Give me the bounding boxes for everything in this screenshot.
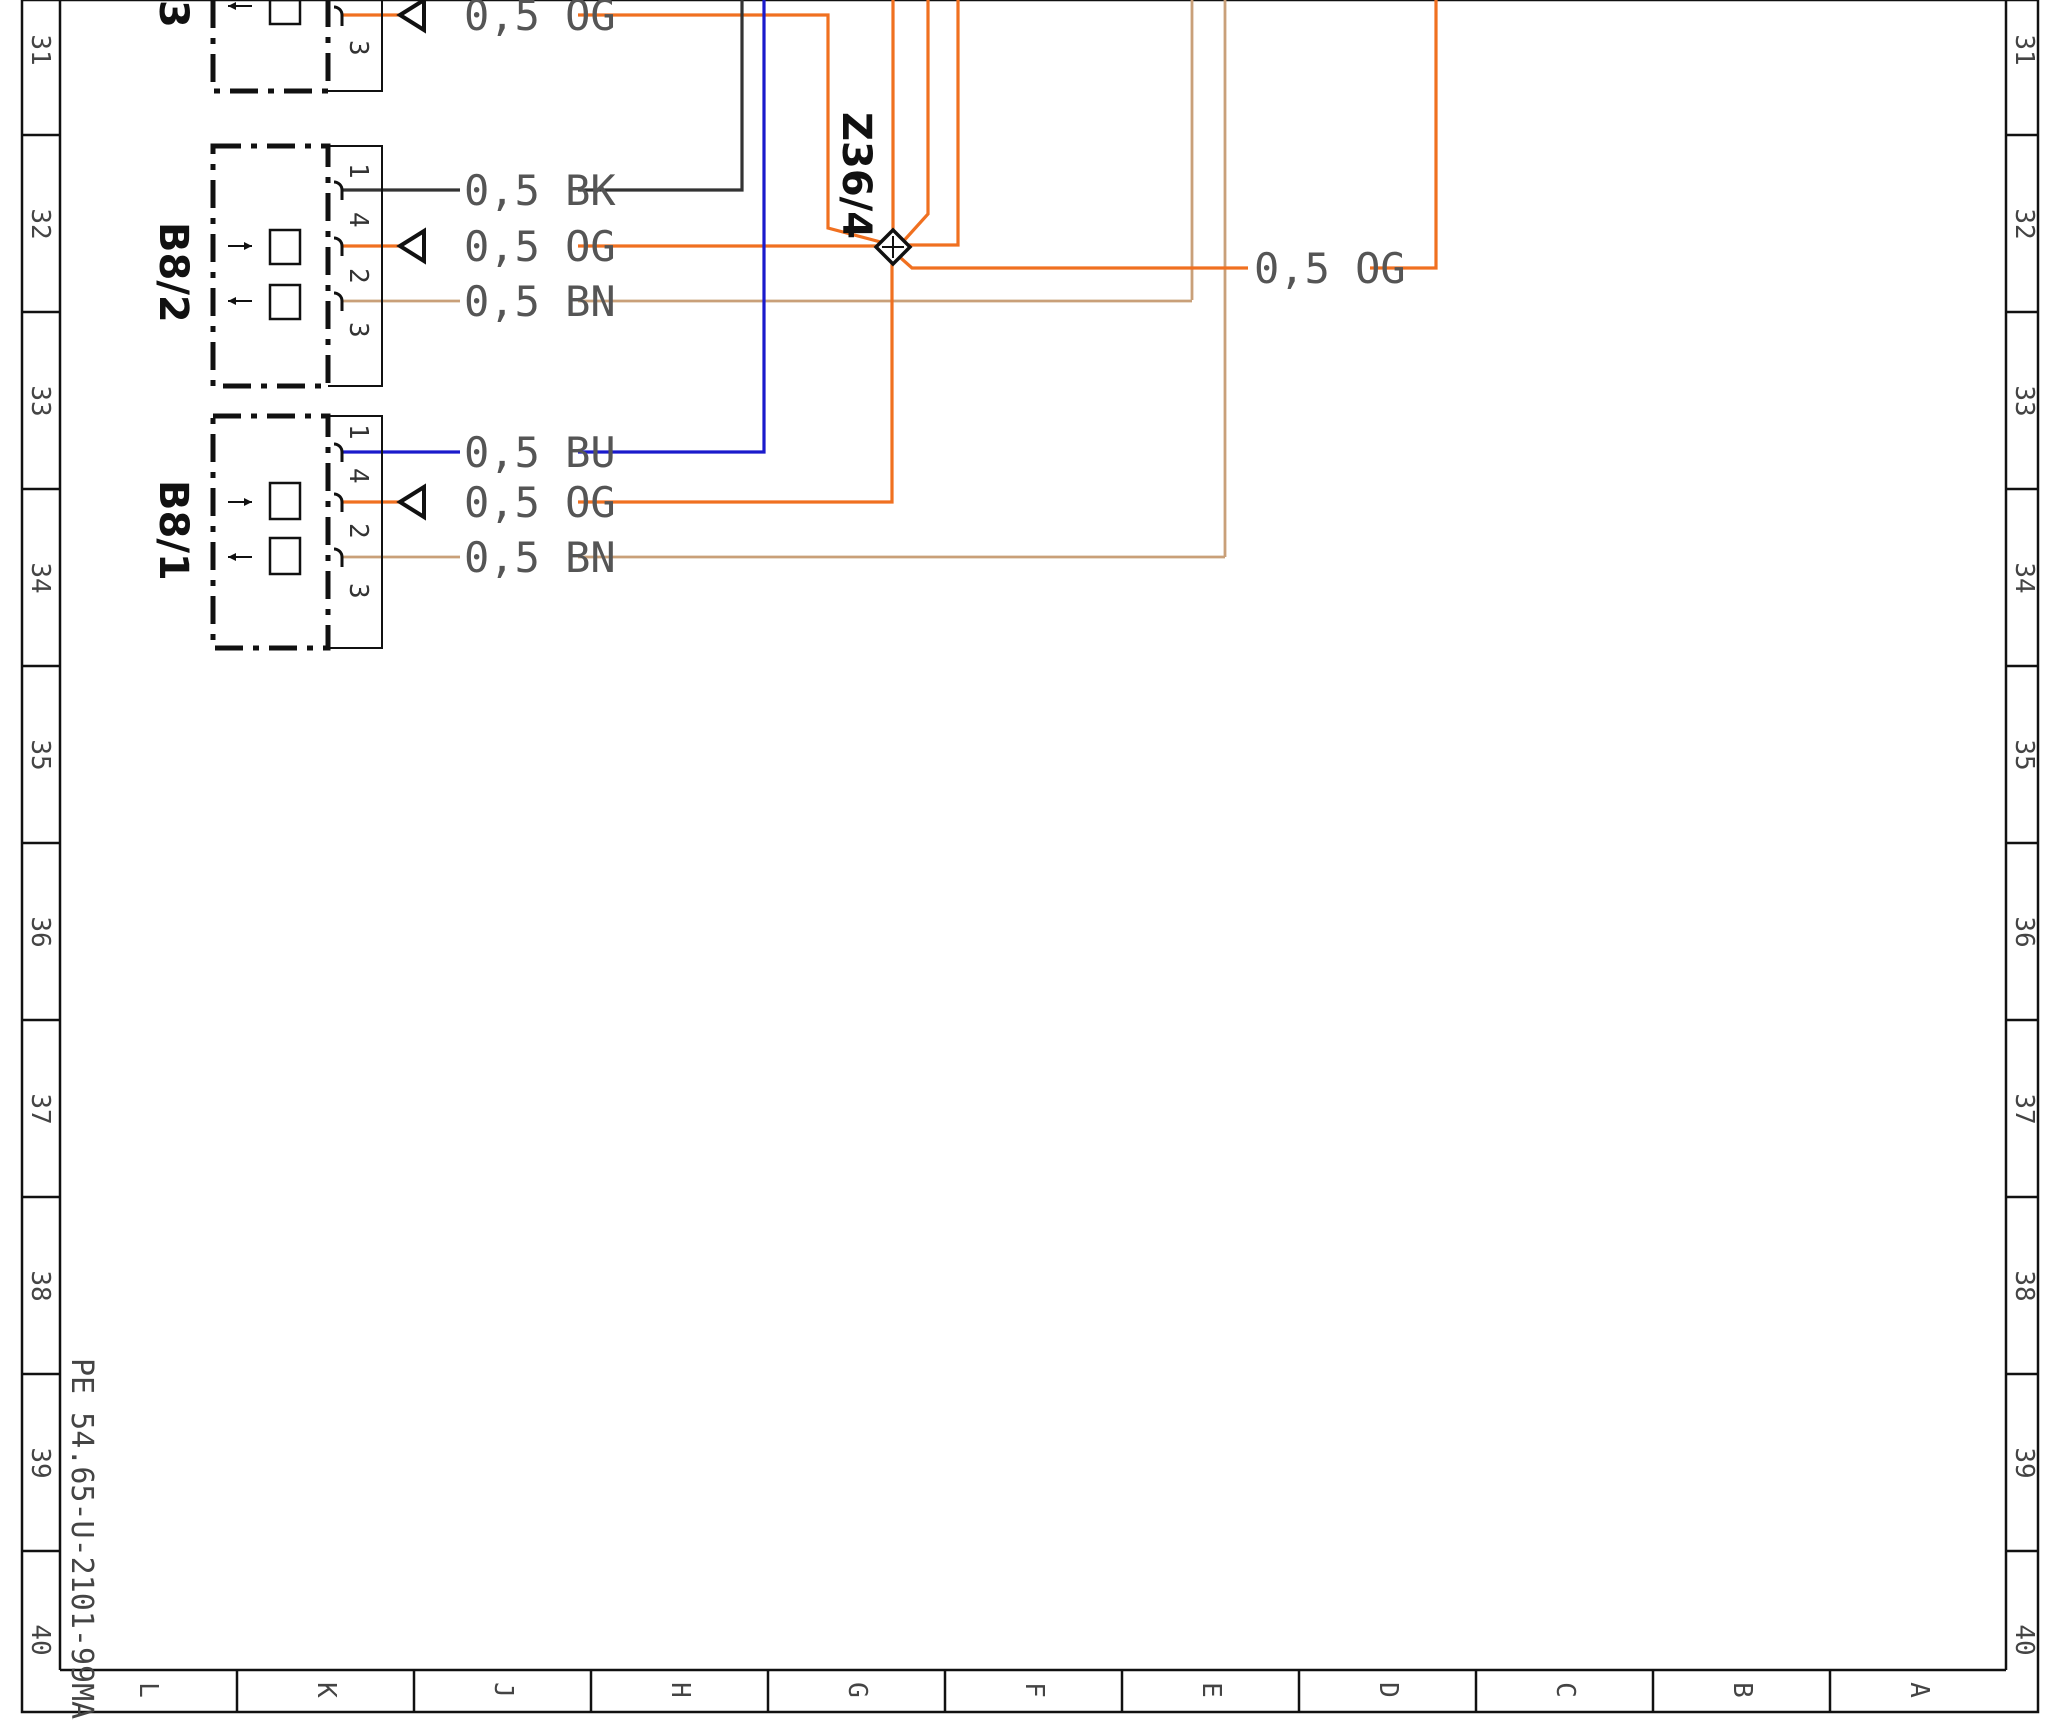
pin-label: 1 — [343, 424, 373, 440]
pin-label: 4 — [343, 212, 373, 228]
wire-og-vertical-3 — [894, 0, 960, 247]
component-label: B8/1 — [150, 480, 196, 581]
row-label: 36 — [25, 916, 55, 947]
column-grid-ticks — [235, 1670, 1832, 1712]
splice-z36-4: Z36/4 — [833, 112, 913, 267]
wire-label: 0,5 BU — [464, 428, 616, 477]
row-label: 36 — [2009, 916, 2039, 947]
column-label: J — [488, 1682, 518, 1698]
column-label: K — [311, 1682, 341, 1698]
row-label: 32 — [2009, 208, 2039, 239]
component-label: 3 — [150, 0, 196, 28]
wire-label: 0,5 OG — [464, 0, 616, 40]
component-b8-2: 1 4 2 3 B8/2 — [150, 143, 383, 389]
column-label: B — [1727, 1682, 1757, 1698]
pin-label: 3 — [343, 322, 373, 338]
row-label: 34 — [25, 562, 55, 593]
row-label: 33 — [2009, 385, 2039, 416]
column-label: D — [1373, 1682, 1403, 1698]
row-label: 31 — [25, 34, 55, 65]
row-label: 31 — [2009, 34, 2039, 65]
row-label: 35 — [25, 739, 55, 770]
column-label: E — [1196, 1682, 1226, 1698]
row-grid-ticks — [22, 133, 2038, 1553]
column-label: G — [842, 1682, 872, 1698]
wire-b8-2-bk-right — [578, 0, 744, 192]
pin-label: 2 — [343, 268, 373, 284]
component-b8-3: 3 3 — [150, 0, 383, 94]
row-label: 40 — [25, 1624, 55, 1655]
row-label: 37 — [25, 1093, 55, 1124]
wires — [342, 0, 1438, 559]
wire-label: 0,5 OG — [464, 478, 616, 527]
row-label: 34 — [2009, 562, 2039, 593]
component-b8-1: 1 4 2 3 B8/1 — [150, 413, 383, 651]
row-label: 38 — [2009, 1270, 2039, 1301]
row-labels-left: 31 32 33 34 35 36 37 38 39 40 — [25, 34, 55, 1655]
pin-label: 3 — [343, 40, 373, 56]
wire-splice-og-right — [892, 250, 1248, 270]
wire-og-vertical-right — [1370, 0, 1438, 270]
row-label: 40 — [2009, 1624, 2039, 1655]
pin-label: 3 — [343, 583, 373, 599]
pin-label: 2 — [343, 523, 373, 539]
column-label: C — [1550, 1682, 1580, 1698]
row-label: 39 — [2009, 1447, 2039, 1478]
row-label: 32 — [25, 208, 55, 239]
row-label: 37 — [2009, 1093, 2039, 1124]
wire-og-vertical-2 — [898, 0, 930, 247]
row-label: 39 — [25, 1447, 55, 1478]
wire-label: 0,5 BK — [464, 166, 616, 215]
wire-labels: 0,5 OG 0,5 BK 0,5 OG 0,5 BN 0,5 BU 0,5 O… — [464, 0, 1406, 582]
column-label: L — [133, 1682, 163, 1698]
wire-b8-3-og-right — [578, 13, 893, 247]
wire-label: 0,5 BN — [464, 533, 616, 582]
row-label: 33 — [25, 385, 55, 416]
pin-label: 4 — [343, 468, 373, 484]
column-label: A — [1904, 1682, 1934, 1698]
wire-b8-1-og-right — [578, 252, 894, 504]
column-label: F — [1019, 1682, 1049, 1698]
row-labels-right: 31 32 33 34 35 36 37 38 39 40 — [2009, 34, 2039, 1655]
row-label: 38 — [25, 1270, 55, 1301]
pin-label: 1 — [343, 163, 373, 179]
splice-label: Z36/4 — [833, 112, 879, 239]
feed-triangles — [396, 0, 426, 521]
document-id: PE 54.65-U-2101-99MAA — [64, 1358, 99, 1720]
drawing-frame — [20, 0, 2040, 1714]
component-label: B8/2 — [150, 222, 196, 323]
column-label: H — [665, 1682, 695, 1698]
column-labels: L K J H G F E D C B A — [133, 1682, 1934, 1698]
wire-label: 0,5 BN — [464, 277, 616, 326]
wire-label: 0,5 OG — [1254, 244, 1406, 293]
row-label: 35 — [2009, 739, 2039, 770]
wire-b8-1-bu-right — [578, 0, 766, 454]
wire-label: 0,5 OG — [464, 222, 616, 271]
